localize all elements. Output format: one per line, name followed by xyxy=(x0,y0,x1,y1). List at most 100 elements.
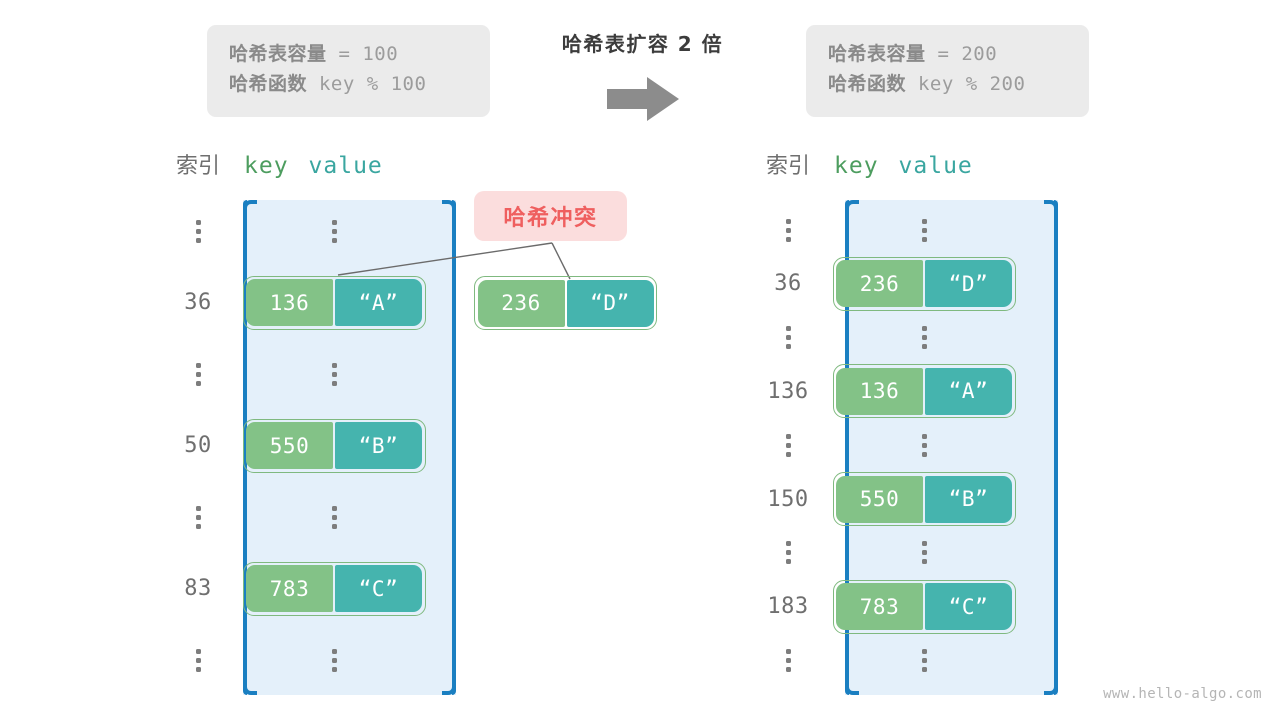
left-key-value-pair: 550“B” xyxy=(242,418,426,473)
left-hash-config-panel: 哈希表容量 = 100 哈希函数 key % 100 xyxy=(207,25,490,117)
right-array-bracket-right xyxy=(1054,200,1058,695)
right-capacity-label: 哈希表容量 xyxy=(828,43,926,65)
right-header-key: key xyxy=(834,153,879,179)
left-header-index: 索引 xyxy=(175,154,220,179)
left-row-index: 83 xyxy=(184,576,212,601)
right-bucket-ellipsis-icon xyxy=(834,218,1014,242)
left-capacity-label: 哈希表容量 xyxy=(229,43,327,65)
right-bucket-ellipsis-icon xyxy=(834,326,1014,350)
left-table-row xyxy=(152,632,424,688)
left-key-value-pair: 783“C” xyxy=(242,561,426,616)
left-array-corner-tr xyxy=(442,200,456,214)
left-index-ellipsis-icon xyxy=(152,648,244,672)
left-capacity-line: 哈希表容量 = 100 xyxy=(229,39,468,69)
left-row-index: 50 xyxy=(184,433,212,458)
left-value-cell: “C” xyxy=(335,565,422,612)
right-table-row xyxy=(742,310,1014,366)
left-table-row xyxy=(152,203,424,259)
left-bucket-slot: 136“A” xyxy=(242,275,426,330)
left-header-key: key xyxy=(244,153,289,179)
collided-value-cell: “D” xyxy=(566,279,654,327)
left-header-value: value xyxy=(308,153,383,179)
right-bucket-slot: 236“D” xyxy=(832,256,1016,311)
left-bucket-slot: 783“C” xyxy=(242,561,426,616)
arrow-right-icon xyxy=(607,77,679,121)
right-index-ellipsis-icon xyxy=(742,326,834,350)
right-function-label: 哈希函数 xyxy=(828,73,907,96)
left-table-header: 索引 key value xyxy=(152,148,383,180)
right-table-row xyxy=(742,202,1014,258)
right-row-index: 183 xyxy=(767,594,809,620)
right-key-cell: 236 xyxy=(836,260,923,308)
collision-badge: 哈希冲突 xyxy=(474,191,627,241)
collided-key-value-pair: 236 “D” xyxy=(474,276,657,330)
right-table-header: 索引 key value xyxy=(742,148,973,180)
right-capacity-value: = 200 xyxy=(925,43,998,65)
right-value-cell: “A” xyxy=(925,367,1012,415)
left-index-ellipsis-icon xyxy=(152,219,244,243)
right-value-cell: “B” xyxy=(925,475,1012,523)
right-key-cell: 136 xyxy=(836,367,923,415)
left-value-cell: “A” xyxy=(335,279,422,326)
left-table-row xyxy=(152,346,424,402)
left-bucket-ellipsis-icon xyxy=(244,362,424,386)
right-table-row: 36 236“D” xyxy=(742,256,1016,312)
left-bucket-ellipsis-icon xyxy=(244,505,424,529)
right-key-value-pair: 236“D” xyxy=(832,256,1016,311)
right-index-ellipsis-icon xyxy=(742,648,834,672)
right-key-value-pair: 136“A” xyxy=(832,364,1016,419)
left-row-index: 36 xyxy=(184,290,212,315)
right-bucket-ellipsis-icon xyxy=(834,648,1014,672)
right-row-index: 136 xyxy=(767,378,809,404)
right-index-ellipsis-icon xyxy=(742,433,834,457)
right-row-index: 36 xyxy=(774,271,802,297)
right-bucket-slot: 783“C” xyxy=(832,579,1016,634)
right-function-line: 哈希函数 key % 200 xyxy=(828,69,1067,99)
right-array-corner-tr xyxy=(1044,200,1058,214)
collided-key-cell: 236 xyxy=(477,279,565,327)
right-row-index: 150 xyxy=(767,486,809,512)
transform-title: 哈希表扩容 2 倍 xyxy=(561,32,724,56)
left-value-cell: “B” xyxy=(335,422,422,469)
right-value-cell: “D” xyxy=(925,260,1012,308)
right-header-index: 索引 xyxy=(765,154,810,179)
right-header-value: value xyxy=(898,153,973,179)
left-array-bracket-left xyxy=(243,200,247,695)
left-function-value: key % 100 xyxy=(307,73,427,96)
left-array-corner-bl xyxy=(243,681,257,695)
right-array-corner-bl xyxy=(845,681,859,695)
left-key-value-pair: 136“A” xyxy=(242,275,426,330)
right-bucket-slot: 136“A” xyxy=(832,364,1016,419)
left-bucket-ellipsis-icon xyxy=(244,219,424,243)
left-function-line: 哈希函数 key % 100 xyxy=(229,69,468,99)
left-array-bracket-right xyxy=(452,200,456,695)
right-key-cell: 550 xyxy=(836,475,923,523)
right-hash-config-panel: 哈希表容量 = 200 哈希函数 key % 200 xyxy=(806,25,1089,117)
left-table-row: 50 550“B” xyxy=(152,418,426,474)
right-table-row xyxy=(742,632,1014,688)
right-bucket-ellipsis-icon xyxy=(834,433,1014,457)
left-array-corner-br xyxy=(442,681,456,695)
right-key-value-pair: 550“B” xyxy=(832,472,1016,526)
watermark: www.hello-algo.com xyxy=(1103,686,1262,702)
left-bucket-ellipsis-icon xyxy=(244,648,424,672)
left-table-row: 83 783“C” xyxy=(152,561,426,617)
left-bucket-slot: 550“B” xyxy=(242,418,426,473)
left-index-ellipsis-icon xyxy=(152,505,244,529)
right-value-cell: “C” xyxy=(925,583,1012,631)
left-key-cell: 783 xyxy=(246,565,333,612)
right-key-cell: 783 xyxy=(836,583,923,631)
right-table-row xyxy=(742,417,1014,473)
left-array-corner-tl xyxy=(243,200,257,214)
right-index-ellipsis-icon xyxy=(742,541,834,565)
left-key-cell: 136 xyxy=(246,279,333,326)
right-array-bracket-left xyxy=(845,200,849,695)
left-capacity-value: = 100 xyxy=(326,43,399,65)
right-table-row: 183 783“C” xyxy=(742,579,1016,635)
right-table-row: 150 550“B” xyxy=(742,471,1016,527)
right-bucket-ellipsis-icon xyxy=(834,541,1014,565)
right-key-value-pair: 783“C” xyxy=(832,579,1016,634)
left-function-label: 哈希函数 xyxy=(229,73,308,96)
